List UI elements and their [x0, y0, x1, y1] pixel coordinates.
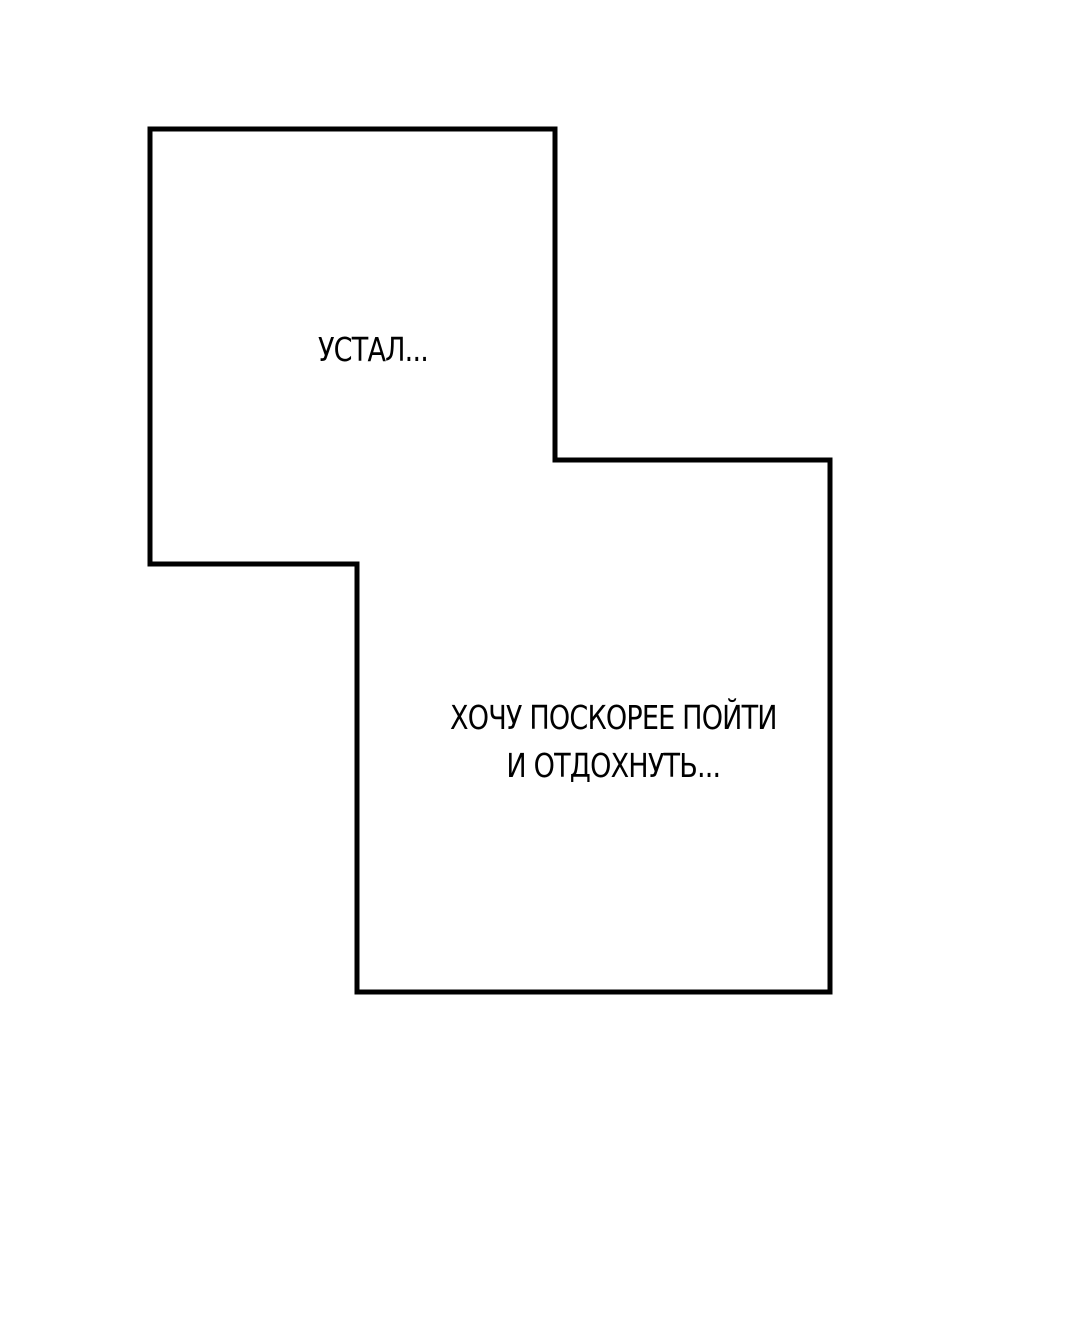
- caption-tired: УСТАЛ...: [318, 330, 429, 369]
- caption-line-1: ХОЧУ ПОСКОРЕЕ ПОЙТИ: [450, 698, 778, 737]
- caption-want-rest: ХОЧУ ПОСКОРЕЕ ПОЙТИ И ОТДОХНУТЬ...: [450, 694, 778, 790]
- panel-border: [147, 126, 833, 995]
- caption-line-2: И ОТДОХНУТЬ...: [506, 746, 721, 785]
